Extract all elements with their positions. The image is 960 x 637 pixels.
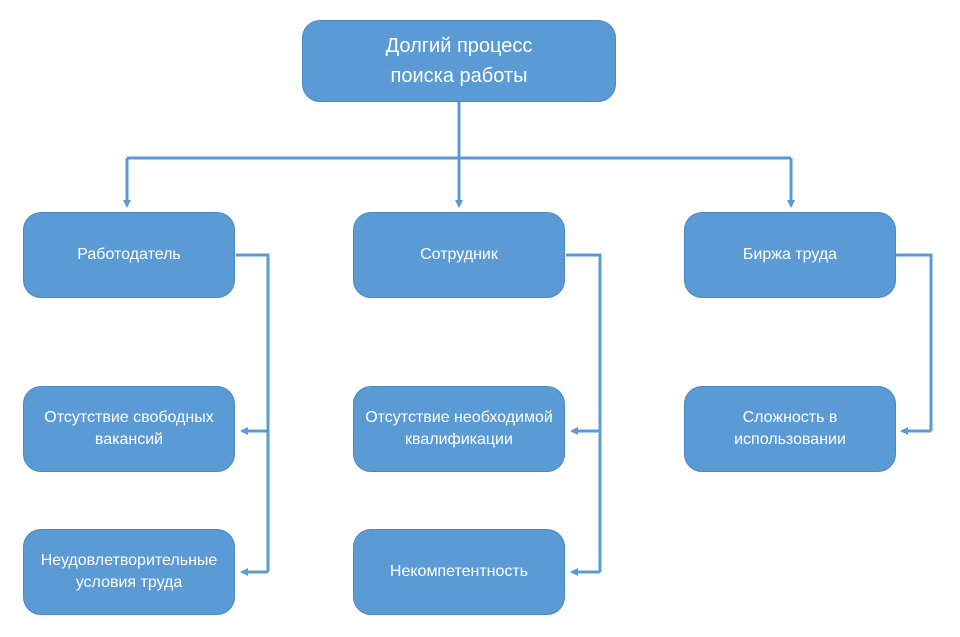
node-no-qualification: Отсутствие необходимой квалификации <box>353 386 565 472</box>
usage-complexity-label: Сложность в использовании <box>734 409 846 448</box>
no-qualification-label: Отсутствие необходимой квалификации <box>365 409 553 448</box>
node-bad-conditions: Неудовлетворительные условия труда <box>23 529 235 615</box>
employee-label: Сотрудник <box>420 246 498 263</box>
incompetence-label: Некомпетентность <box>389 563 529 580</box>
labor-exchange-label: Биржа труда <box>742 246 838 263</box>
no-vacancies-label: Отсутствие свободных вакансий <box>44 409 214 448</box>
employee-spine-line <box>566 253 602 572</box>
node-incompetence: Некомпетентность <box>353 529 565 615</box>
node-employee: Сотрудник <box>353 212 565 298</box>
exchange-spine-line <box>896 253 933 431</box>
employer-label: Работодатель <box>77 246 181 263</box>
employer-spine-line <box>236 253 270 572</box>
root-label: Долгий процесс поиска работы <box>385 35 533 87</box>
root-node: Долгий процесс поиска работы <box>302 20 616 102</box>
node-labor-exchange: Биржа труда <box>684 212 896 298</box>
bad-conditions-label: Неудовлетворительные условия труда <box>40 552 218 591</box>
node-usage-complexity: Сложность в использовании <box>684 386 896 472</box>
node-employer: Работодатель <box>23 212 235 298</box>
node-no-vacancies: Отсутствие свободных вакансий <box>23 386 235 472</box>
